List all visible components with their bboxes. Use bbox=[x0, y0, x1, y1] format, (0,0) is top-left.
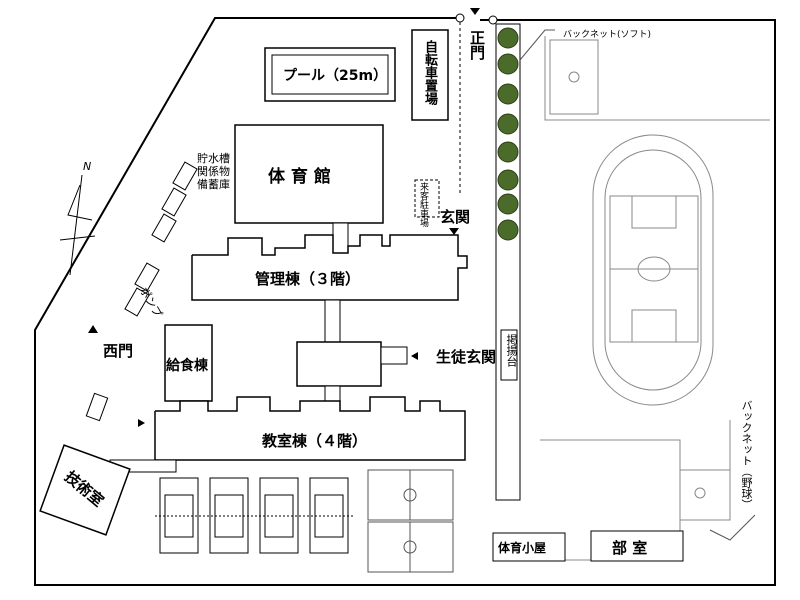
club-room-label: 部 室 bbox=[612, 539, 648, 557]
north-label: N bbox=[83, 160, 92, 173]
bike-parking-label: 自転車置場 bbox=[422, 40, 437, 105]
backnet-soft-label: バックネット(ソフト) bbox=[563, 30, 652, 40]
kitchen bbox=[164, 324, 213, 402]
admin-building bbox=[191, 234, 468, 301]
north-arrow-icon bbox=[59, 174, 96, 276]
flag-stand bbox=[500, 329, 518, 381]
entrance-label: 玄関 bbox=[440, 208, 471, 226]
basketball-courts bbox=[367, 469, 454, 573]
pe-hut-label: 体育小屋 bbox=[498, 541, 547, 555]
tree-row bbox=[495, 23, 521, 501]
admin-building-label: 管理棟（３階） bbox=[255, 270, 361, 288]
classroom-building-label: 教室棟（４階） bbox=[262, 432, 368, 450]
bike-parking bbox=[411, 29, 449, 121]
west-gate-label[interactable]: 西門 bbox=[103, 342, 134, 360]
backnet-baseball-label: バックネット（野球） bbox=[740, 400, 753, 510]
flag-stand-label: 掲揚台 bbox=[505, 334, 518, 367]
gym-label: 体 育 館 bbox=[268, 167, 331, 187]
pe-hut bbox=[492, 532, 566, 562]
tennis-courts bbox=[155, 477, 353, 554]
student-entrance-label: 生徒玄関 bbox=[436, 348, 497, 366]
student-entrance-building bbox=[296, 341, 382, 387]
track-field bbox=[592, 134, 714, 406]
guest-parking-label: 来客駐車場 bbox=[418, 182, 428, 227]
pool bbox=[264, 47, 396, 102]
tech-room bbox=[39, 444, 131, 536]
classroom-building bbox=[154, 396, 466, 461]
club-room bbox=[590, 530, 684, 562]
pool-label: プール（25m） bbox=[283, 68, 388, 84]
trees bbox=[497, 27, 519, 241]
kitchen-label: 給食棟 bbox=[166, 358, 208, 374]
gym bbox=[234, 124, 384, 224]
main-gate-label[interactable]: 正門 bbox=[468, 30, 486, 60]
storage-label: 貯水槽 関係物 備蓄庫 bbox=[197, 152, 230, 191]
campus-boundary bbox=[34, 17, 776, 586]
